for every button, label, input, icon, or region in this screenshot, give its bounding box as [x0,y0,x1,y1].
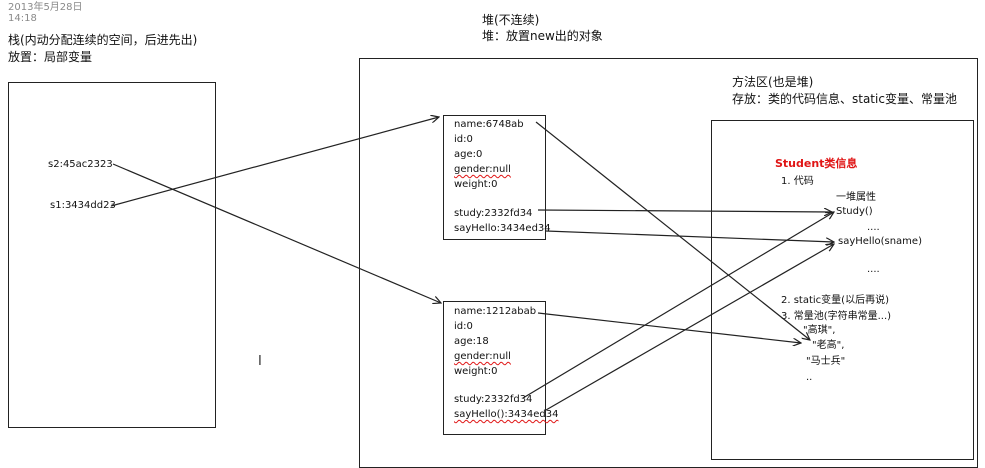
obj2-sayhello: sayHello():3434ed34 [454,409,558,420]
code-study: Study() [836,206,873,217]
date-stamp: 2013年5月28日 [8,2,83,13]
pool-str-2: "老高", [812,340,845,351]
object-box-1: name:6748ab id:0 age:0 gender:null weigh… [443,115,551,240]
time-stamp: 14:18 [8,13,37,24]
obj1-gender: gender:null [454,164,511,175]
object-box-2: name:1212abab id:0 age:18 gender:null we… [443,301,558,435]
stack-title: 栈(内动分配连续的空间，后进先出) [8,33,198,47]
obj1-name: name:6748ab [454,119,524,130]
stack-var-s2: s2:45ac2323 [48,159,113,170]
arrow-obj1-study-to-code [537,210,832,212]
obj2-study: study:2332fd34 [454,394,533,405]
arrow-obj1-sayhello-to-code [545,230,834,242]
obj1-age: age:0 [454,149,483,160]
stack-var-s1: s1:3434dd23 [50,200,116,211]
heap-title: 堆(不连续) [482,13,540,27]
obj2-name: name:1212abab [454,306,537,317]
code-ellipsis-1: .... [867,222,880,233]
class-info-item-static: 2. static变量(以后再说) [781,295,889,306]
reference-arrows [110,0,985,411]
pool-str-1: "高琪", [803,325,836,336]
arrow-obj2-name-to-pool [537,312,801,343]
obj2-age: age:18 [454,336,489,347]
obj1-study: study:2332fd34 [454,208,533,219]
code-sayhello: sayHello(sname) [838,236,922,247]
code-attrs: 一堆属性 [836,192,876,203]
obj2-gender: gender:null [454,351,511,362]
arrow-s1-to-object1 [110,117,439,207]
arrow-obj1-name-to-pool [535,121,810,340]
obj1-sayhello: sayHello:3434ed34 [454,223,551,234]
text-cursor-icon: I [258,354,262,369]
class-info-item-code: 1. 代码 [781,176,814,187]
obj2-id: id:0 [454,321,473,332]
arrow-s2-to-object2 [112,163,441,303]
pool-str-3: "马士兵" [806,356,846,367]
class-info-item-pool: 3. 常量池(字符串常量...) [781,311,892,322]
heap-subtitle: 堆：放置new出的对象 [482,29,603,43]
method-area-subtitle: 存放：类的代码信息、static变量、常量池 [732,92,957,106]
stack-subtitle: 放置：局部变量 [8,50,93,64]
obj1-weight: weight:0 [454,179,498,190]
pool-str-4: .. [806,372,813,383]
obj2-weight: weight:0 [454,366,498,377]
arrow-obj2-study-to-code [522,212,834,399]
obj2-sayhello-text: sayHello():3434ed34 [454,409,559,420]
class-info-title: Student类信息 [775,157,858,170]
code-ellipsis-2: .... [867,264,880,275]
method-area-title: 方法区(也是堆) [732,75,814,89]
stack-box [8,82,216,428]
arrow-obj2-sayhello-to-code [545,244,834,411]
obj1-id: id:0 [454,134,473,145]
